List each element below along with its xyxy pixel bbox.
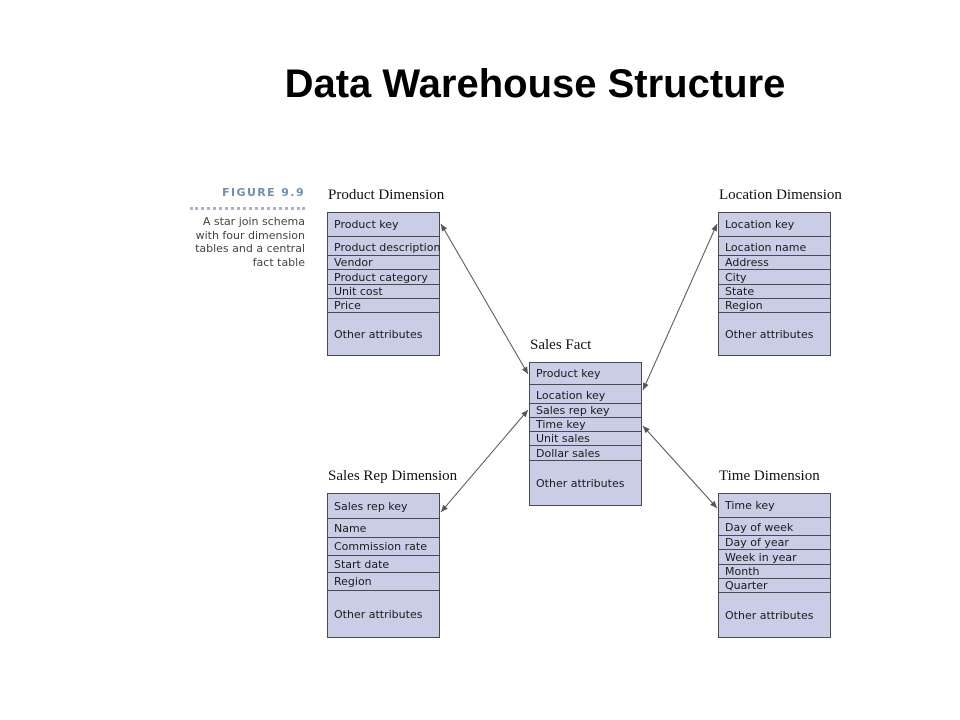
figure-divider	[190, 207, 305, 210]
sales-rep-dimension-title: Sales Rep Dimension	[328, 468, 458, 484]
product-row-price: Price	[328, 299, 439, 313]
fact-row-location-key: Location key	[530, 385, 641, 404]
location-dimension-table: Location key Location name Address City …	[718, 212, 831, 356]
connector-salesrep-fact	[440, 409, 529, 513]
figure-caption: FIGURE 9.9 A star join schema with four …	[178, 186, 305, 269]
location-row-key: Location key	[719, 213, 830, 237]
time-row-day-of-week: Day of week	[719, 518, 830, 536]
location-row-other: Other attributes	[725, 327, 814, 341]
product-row-vendor: Vendor	[328, 256, 439, 270]
sales-fact-table: Product key Location key Sales rep key T…	[529, 362, 642, 506]
salesrep-row-region: Region	[328, 573, 439, 591]
connector-location-fact	[642, 223, 718, 391]
location-dimension-title: Location Dimension	[719, 187, 842, 203]
product-row-key: Product key	[328, 213, 439, 237]
time-dimension-title: Time Dimension	[719, 468, 820, 484]
time-row-day-of-year: Day of year	[719, 536, 830, 550]
product-dimension-title: Product Dimension	[328, 187, 445, 203]
product-dimension-table: Product key Product description Vendor P…	[327, 212, 440, 356]
salesrep-row-start-date: Start date	[328, 556, 439, 573]
product-row-other: Other attributes	[334, 327, 423, 341]
location-row-state: State	[719, 285, 830, 299]
location-row-region: Region	[719, 299, 830, 313]
time-row-other: Other attributes	[725, 608, 814, 622]
salesrep-row-key: Sales rep key	[328, 494, 439, 519]
fact-row-time-key: Time key	[530, 418, 641, 432]
fact-row-product-key: Product key	[530, 363, 641, 385]
time-row-week-in-year: Week in year	[719, 550, 830, 565]
connector-time-fact	[642, 425, 718, 509]
sales-rep-dimension-table: Sales rep key Name Commission rate Start…	[327, 493, 440, 638]
location-row-address: Address	[719, 256, 830, 270]
connector-product-fact	[440, 223, 529, 375]
location-row-name: Location name	[719, 237, 830, 256]
fact-row-other: Other attributes	[536, 476, 625, 490]
salesrep-row-commission: Commission rate	[328, 538, 439, 556]
time-dimension-table: Time key Day of week Day of year Week in…	[718, 493, 831, 638]
fact-row-unit-sales: Unit sales	[530, 432, 641, 446]
slide-title: Data Warehouse Structure	[284, 62, 786, 106]
time-row-key: Time key	[719, 494, 830, 518]
product-row-category: Product category	[328, 270, 439, 285]
salesrep-row-name: Name	[328, 519, 439, 538]
fact-row-dollar-sales: Dollar sales	[530, 446, 641, 461]
figure-description: A star join schema with four dimension t…	[195, 215, 305, 269]
time-row-quarter: Quarter	[719, 579, 830, 593]
fact-row-sales-rep-key: Sales rep key	[530, 404, 641, 418]
product-row-description: Product description	[328, 237, 440, 256]
time-row-month: Month	[719, 565, 830, 579]
location-row-city: City	[719, 270, 830, 285]
sales-fact-title: Sales Fact	[530, 337, 592, 353]
salesrep-row-other: Other attributes	[334, 607, 423, 621]
figure-label: FIGURE 9.9	[222, 186, 305, 199]
product-row-unit-cost: Unit cost	[328, 285, 439, 299]
